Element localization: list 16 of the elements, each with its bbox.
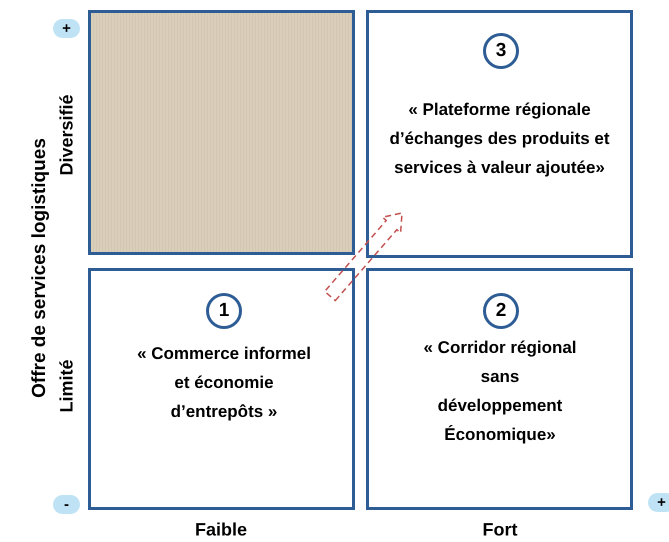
- quadrant-box: [88, 268, 355, 510]
- textured-panel: [88, 10, 355, 255]
- axis-label: Limité: [56, 360, 78, 412]
- axis-label: Faible: [195, 518, 247, 542]
- axis-label: Offre de services logistiques: [28, 138, 51, 398]
- axis-label: Fort: [482, 518, 518, 542]
- quadrant-box: [366, 268, 633, 510]
- quadrant-text: « Plateforme régionale d’échanges des produits et services à valeur ajoutée»: [388, 99, 611, 179]
- quadrant-box: [366, 10, 633, 258]
- block-arrow: [324, 212, 403, 302]
- quadrant-text: « Commerce informel et économie d’entrepôts »: [136, 343, 312, 423]
- sign-badge: -: [53, 495, 80, 514]
- sign-badge: +: [648, 493, 669, 512]
- sign-badge: +: [53, 19, 80, 38]
- axis-label: Diversifié: [56, 94, 78, 176]
- quadrant-text: « Corridor régional sans développement Économique»: [422, 337, 578, 446]
